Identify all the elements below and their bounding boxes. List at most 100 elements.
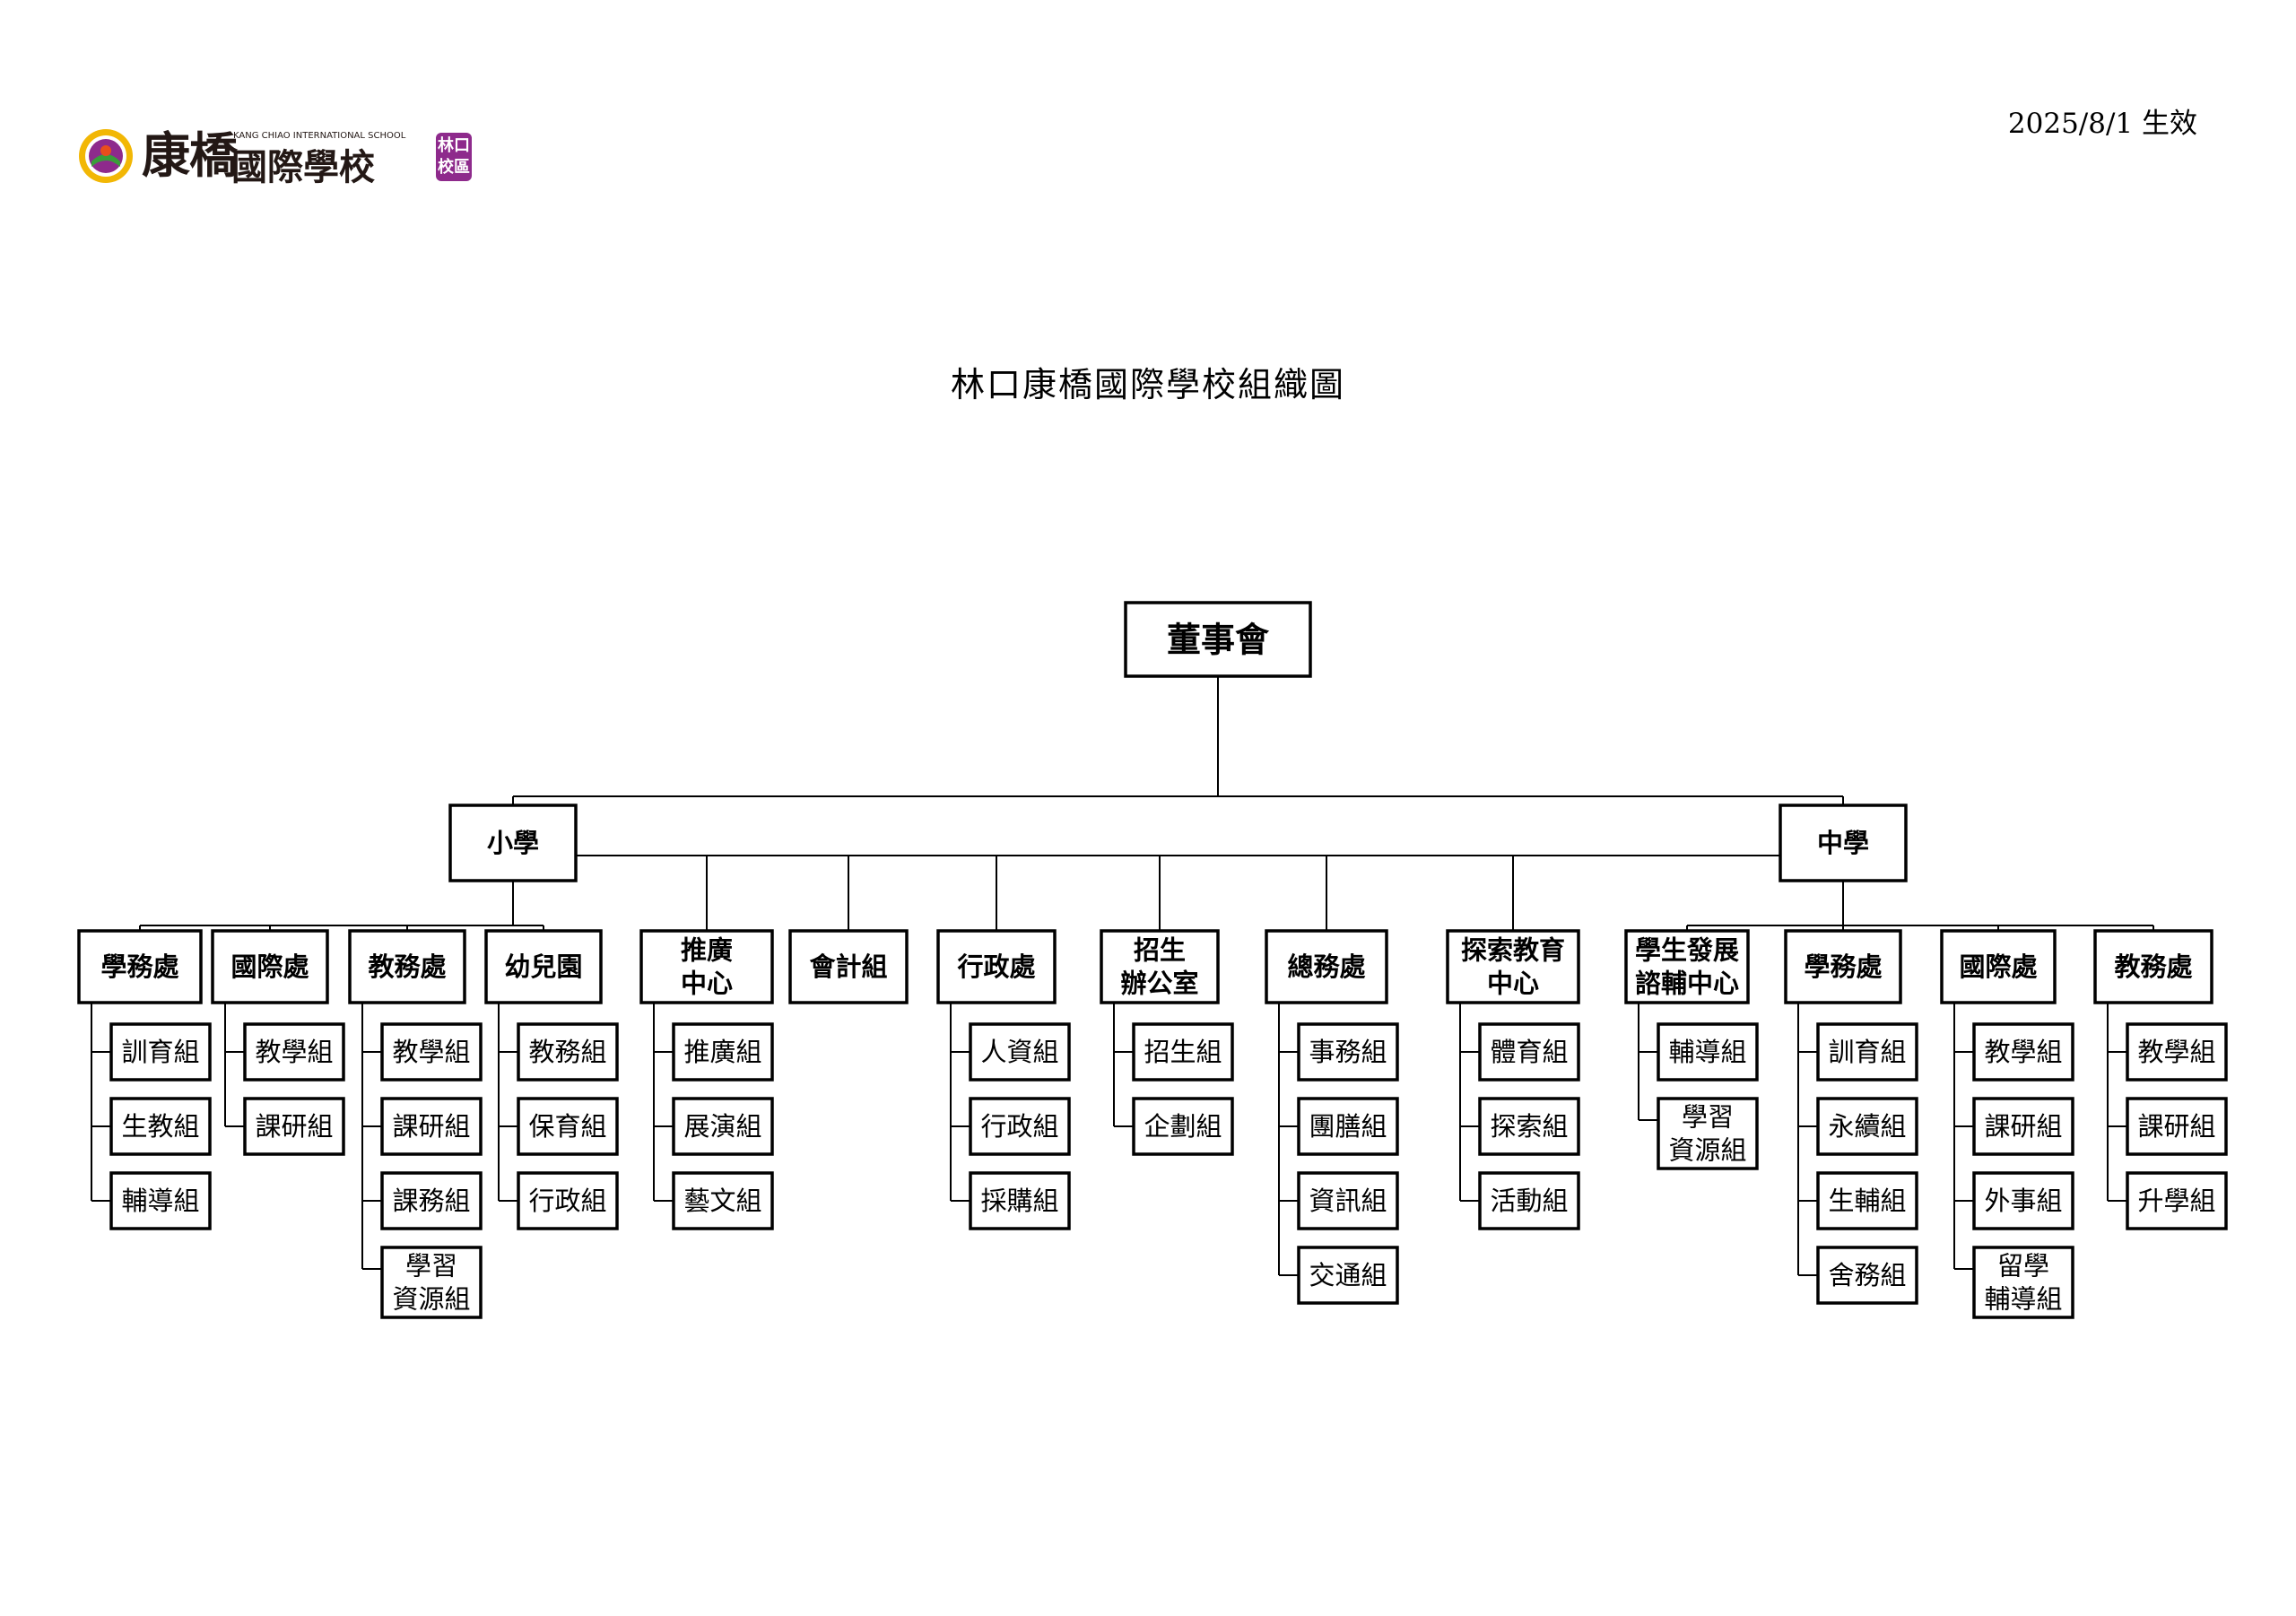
secondary-dept-0-child-0: 輔導組 [1657, 1022, 1759, 1082]
shared-dept-4-child-1-frame [1297, 1097, 1399, 1156]
elementary-dept-3-child-0-frame [517, 1022, 619, 1082]
elementary-dept-0-child-2: 輔導組 [109, 1171, 212, 1230]
campus-badge-line1: 林口 [438, 136, 470, 155]
elementary-dept-1-label: 國際處 [230, 951, 309, 982]
secondary-dept-3-child-1-frame [2126, 1097, 2228, 1156]
shared-dept-4-child-1: 團膳組 [1297, 1097, 1399, 1156]
elementary-dept-2-child-3-label: 資源組 [392, 1284, 470, 1315]
secondary-dept-1-child-0-label: 訓育組 [1828, 1037, 1906, 1067]
shared-dept-2-child-1-label: 行政組 [980, 1111, 1058, 1142]
elementary-dept-1-child-0-label: 教學組 [255, 1037, 333, 1067]
secondary-dept-3-frame [2093, 929, 2213, 1004]
secondary-dept-3-child-0-label: 教學組 [2137, 1037, 2215, 1067]
shared-dept-3-child-0-frame [1132, 1022, 1234, 1082]
secondary-dept-1-child-2-frame [1816, 1171, 1918, 1230]
shared-dept-0-child-0-label: 推廣組 [683, 1037, 761, 1067]
secondary-dept-1-child-2: 生輔組 [1816, 1171, 1918, 1230]
shared-dept-2-frame [936, 929, 1057, 1004]
shared-dept-3-frame [1100, 929, 1220, 1004]
shared-dept-3-child-0: 招生組 [1132, 1022, 1234, 1082]
elementary-dept-0-child-1: 生教組 [109, 1097, 212, 1156]
secondary-dept-2-child-3-label: 留學 [1997, 1251, 2049, 1282]
secondary-dept-1-child-1-frame [1816, 1097, 1918, 1156]
secondary-dept-2-child-3-label: 輔導組 [1984, 1284, 2062, 1315]
secondary-dept-2-child-2-label: 外事組 [1984, 1186, 2062, 1216]
secondary-dept-1-label: 學務處 [1804, 951, 1882, 982]
elementary-dept-3-frame [484, 929, 603, 1004]
secondary-dept-0-child-0-frame [1657, 1022, 1759, 1082]
root-board: 董事會 [1124, 601, 1312, 678]
shared-dept-4-label: 總務處 [1287, 951, 1365, 982]
elementary-dept-3-child-1: 保育組 [517, 1097, 619, 1156]
shared-dept-4: 總務處 [1265, 929, 1388, 1004]
elementary-dept-0-child-2-label: 輔導組 [121, 1186, 199, 1216]
shared-dept-4-child-2-label: 資訊組 [1309, 1186, 1387, 1216]
shared-dept-5-label: 中心 [1487, 969, 1539, 999]
shared-dept-0-child-0: 推廣組 [672, 1022, 774, 1082]
shared-dept-0-child-1-label: 展演組 [683, 1111, 761, 1142]
shared-dept-3-label: 招生 [1134, 935, 1186, 966]
elementary-dept-0: 學務處 [77, 929, 203, 1004]
elementary-dept-2-child-2-frame [380, 1171, 483, 1230]
elementary-dept-2-child-2-label: 課務組 [392, 1186, 470, 1216]
shared-dept-0-child-2: 藝文組 [672, 1171, 774, 1230]
shared-dept-2-child-1: 行政組 [969, 1097, 1071, 1156]
elementary-dept-1-frame [211, 929, 329, 1004]
secondary-dept-0-label: 諮輔中心 [1635, 969, 1739, 999]
elementary-dept-2: 教務處 [348, 929, 466, 1004]
secondary-dept-0-child-1-frame [1657, 1097, 1759, 1170]
elementary-dept-1: 國際處 [211, 929, 329, 1004]
shared-dept-3-child-0-label: 招生組 [1144, 1037, 1222, 1067]
shared-dept-1: 會計組 [788, 929, 909, 1004]
elementary-dept-2-child-3-frame [380, 1246, 483, 1319]
elementary-dept-3-label: 幼兒園 [504, 951, 582, 982]
shared-dept-5-child-2-label: 活動組 [1490, 1186, 1568, 1216]
division-box-0: 小學 [448, 804, 578, 882]
secondary-dept-3-child-0: 教學組 [2126, 1022, 2228, 1082]
secondary-dept-1-child-0: 訓育組 [1816, 1022, 1918, 1082]
campus-badge: 林口 校區 [436, 133, 472, 181]
logo-name: 康橋 [142, 127, 238, 184]
division-box-0-label: 小學 [487, 828, 539, 858]
shared-dept-3-child-1: 企劃組 [1132, 1097, 1234, 1156]
elementary-dept-2-child-1-label: 課研組 [392, 1111, 470, 1142]
elementary-dept-3-child-2-label: 行政組 [528, 1186, 606, 1216]
elementary-dept-0-frame [77, 929, 203, 1004]
elementary-dept-2-child-1-frame [380, 1097, 483, 1156]
shared-dept-5-child-1-frame [1478, 1097, 1580, 1156]
elementary-dept-3-child-2: 行政組 [517, 1171, 619, 1230]
secondary-dept-3-child-1: 課研組 [2126, 1097, 2228, 1156]
secondary-dept-3-child-1-label: 課研組 [2137, 1111, 2215, 1142]
shared-dept-3-child-1-frame [1132, 1097, 1234, 1156]
secondary-dept-1-frame [1784, 929, 1902, 1004]
elementary-dept-0-child-0: 訓育組 [109, 1022, 212, 1082]
shared-dept-4-child-2-frame [1297, 1171, 1399, 1230]
secondary-dept-2-child-1-label: 課研組 [1984, 1111, 2062, 1142]
elementary-dept-0-child-1-label: 生教組 [121, 1111, 199, 1142]
shared-dept-1-label: 會計組 [809, 951, 887, 982]
secondary-dept-3: 教務處 [2093, 929, 2213, 1004]
elementary-dept-2-label: 教務處 [368, 951, 446, 982]
secondary-dept-0-child-1-label: 資源組 [1668, 1135, 1746, 1166]
shared-dept-0-child-2-label: 藝文組 [683, 1186, 761, 1216]
shared-dept-2-child-1-frame [969, 1097, 1071, 1156]
shared-dept-2-child-2: 採購組 [969, 1171, 1071, 1230]
secondary-dept-2-child-0-label: 教學組 [1984, 1037, 2062, 1067]
shared-dept-3-label: 辦公室 [1120, 969, 1198, 999]
page-title: 林口康橋國際學校組織圖 [950, 365, 1345, 404]
root-board-label: 董事會 [1167, 620, 1270, 660]
shared-dept-0-child-2-frame [672, 1171, 774, 1230]
secondary-dept-0-child-0-label: 輔導組 [1668, 1037, 1746, 1067]
secondary-dept-2-label: 國際處 [1959, 951, 2037, 982]
shared-dept-5-child-1-label: 探索組 [1490, 1111, 1568, 1142]
shared-dept-1-frame [788, 929, 909, 1004]
shared-dept-0-child-1: 展演組 [672, 1097, 774, 1156]
shared-dept-4-child-0-label: 事務組 [1309, 1037, 1387, 1067]
elementary-dept-2-child-1: 課研組 [380, 1097, 483, 1156]
secondary-dept-0-label: 學生發展 [1635, 935, 1739, 966]
shared-dept-5-child-0-label: 體育組 [1490, 1037, 1568, 1067]
